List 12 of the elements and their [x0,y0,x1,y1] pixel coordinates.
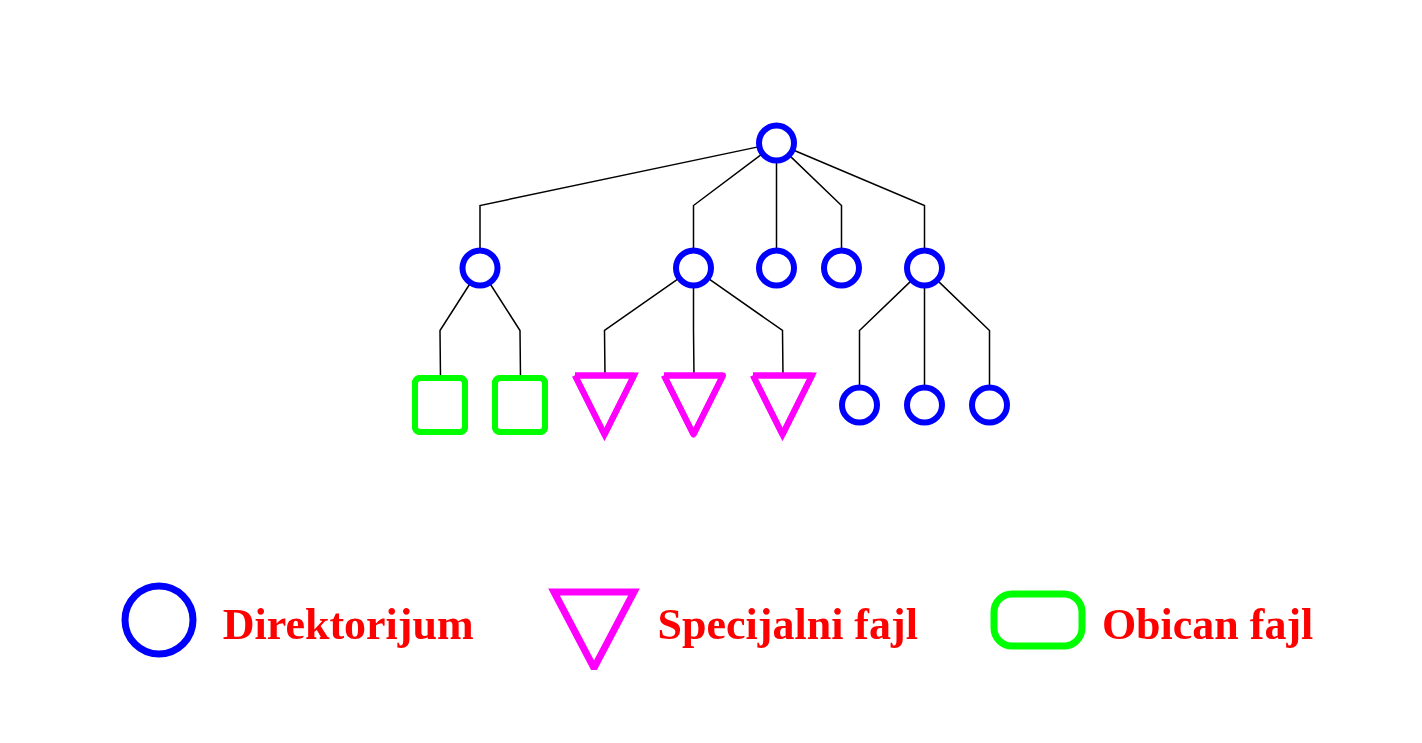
node-circle [756,247,797,289]
node-circle [969,384,1010,426]
legend-label: Specijalni fajl [657,600,918,650]
node-circle [459,247,501,289]
node-circle [756,122,797,164]
node-circle [673,247,714,289]
node-circle [904,247,945,289]
legend-label: Obican fajl [1101,600,1314,650]
legend-label: Direktorijum [222,600,474,650]
node-circle [904,384,945,426]
node-circle [821,247,862,289]
node-circle [839,384,880,426]
